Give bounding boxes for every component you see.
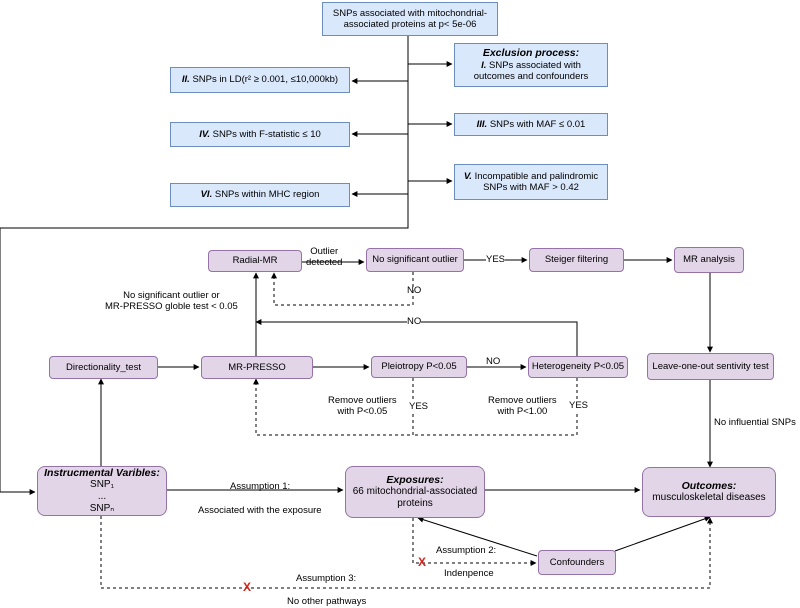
x-mark-independence: X [418,555,427,569]
exclusion-box-iii: III. SNPs with MAF ≤ 0.01 [454,113,608,136]
confounders-box: Confounders [538,550,616,575]
leave-one-out-box: Leave-one-out sentivity test [647,353,774,380]
exclusion-box-v: V. Incompatible and palindromic SNPs wit… [454,164,608,200]
top-snp-line2: associated proteins at p< 5e-06 [343,19,477,30]
exposures-line1: 66 mitochondrial-associated [352,486,478,498]
dashed-pleiotropy-yes-back [253,378,414,436]
label-assumption-3: Assumption 3: [296,573,357,584]
exposures-box: Exposures: 66 mitochondrial-associated p… [345,466,485,518]
exposures-title: Exposures: [386,473,444,486]
mr-presso-box: MR-PRESSO [201,356,313,379]
label-remove2-line1: Remove outliers [488,395,557,406]
arrow-confounders-to-exposures [417,516,538,557]
exclusion-i-tag: I. [481,59,487,71]
label-no-pleiotropy: NO [486,356,501,367]
label-assumption-1: Assumption 1: [230,481,291,492]
label-assumption-2: Assumption 2: [436,545,497,556]
top-snp-line1: SNPs associated with mitochondrial- [332,7,488,19]
dashed-heterogeneity-yes-back [413,378,578,436]
arrow-confounders-to-outcomes [614,515,711,552]
iv-dots: ... [97,491,107,503]
label-yes-heterogeneity: YES [569,400,589,412]
label-no-nosig: NO [407,285,422,296]
exclusion-i-text: SNPs associated with [489,59,581,71]
label-remove-outliers-2: Remove outliers with P<1.00 [488,395,557,418]
exposures-line2: proteins [397,498,433,510]
label-nosig-line1: No significant outlier or [123,290,220,301]
exclusion-v-text: Incompatible and palindromic [474,170,599,182]
exclusion-iii-tag: III. [476,118,488,130]
exclusion-i-line1: I. SNPs associated with [481,60,581,71]
label-no-heterogeneity-loop: NO [407,316,422,328]
label-remove-outliers-1: Remove outliers with P<0.05 [328,395,397,418]
label-remove2-line2: with P<1.00 [497,406,548,418]
no-significant-outlier-box: No significant outlier [366,248,464,272]
exclusion-box-ii: II. SNPs in LD(r² ≥ 0.001, ≤10,000kb) [170,67,350,93]
label-detected: detected [306,257,343,269]
exclusion-i-line2: outcomes and confounders [473,71,589,83]
exclusion-title: Exclusion process: [482,47,580,60]
radial-mr-box: Radial-MR [208,250,302,272]
outcomes-text: musculoskeletal diseases [652,492,766,504]
label-yes-to-steiger: YES [486,254,506,266]
dashed-exposures-to-confounders [412,518,537,566]
exclusion-iii-line: III. SNPs with MAF ≤ 0.01 [477,119,586,130]
exclusion-vi-text: SNPs within MHC region [214,189,320,201]
exclusion-iv-tag: IV. [199,128,210,140]
exclusion-iv-text: SNPs with F-statistic ≤ 10 [212,128,321,140]
dashed-nosig-back-to-radial [271,272,414,306]
exclusion-box-iv: IV. SNPs with F-statistic ≤ 10 [170,122,350,147]
label-associated-exposure: Associated with the exposure [198,505,322,516]
exclusion-v-line2: SNPs with MAF > 0.42 [483,182,579,193]
label-yes-pleiotropy: YES [409,401,429,413]
label-outlier-detected: Outlier detected [306,246,342,269]
iv-snp1: SNP₁ [90,479,114,491]
mr-analysis-box: MR analysis [674,247,744,273]
label-remove1-line2: with P<0.05 [337,406,388,418]
directionality-test-box: Directionality_test [49,356,158,379]
exclusion-vi-tag: VI. [200,189,213,201]
exclusion-v-tag: V. [463,170,472,182]
label-no-influential: No influential SNPs [714,417,796,428]
iv-title: Instrucmental Varibles: [44,466,160,479]
steiger-filtering-box: Steiger filtering [529,248,624,272]
instrumental-variables-box: Instrucmental Varibles: SNP₁ ... SNPₙ [37,466,167,516]
heterogeneity-box: Heterogeneity P<0.05 [528,356,628,378]
label-indenpence: Indenpence [444,568,494,579]
outcomes-title: Outcomes: [681,479,737,492]
label-nosig-line2: MR-PRESSO globle test < 0.05 [105,301,238,313]
exclusion-trunk-line [0,36,409,495]
exclusion-box-i: Exclusion process: I. SNPs associated wi… [454,43,608,87]
label-remove1-line1: Remove outliers [328,395,397,406]
label-no-other-pathways: No other pathways [287,596,367,607]
arrow-heterogeneity-no-to-mrpresso [255,319,578,356]
x-mark-other-pathways: X [243,580,252,594]
exclusion-iv-line: IV. SNPs with F-statistic ≤ 10 [199,129,321,140]
pleiotropy-box: Pleiotropy P<0.05 [371,356,467,378]
exclusion-vi-line: VI. SNPs within MHC region [201,189,320,200]
exclusion-ii-tag: II. [181,74,190,86]
exclusion-ii-text: SNPs in LD(r² ≥ 0.001, ≤10,000kb) [192,74,339,86]
top-snp-box: SNPs associated with mitochondrial- asso… [322,2,498,36]
label-nosig-or-globle: No significant outlier or MR-PRESSO glob… [105,290,238,313]
exclusion-box-vi: VI. SNPs within MHC region [170,183,350,207]
dashed-iv-to-outcomes [100,516,713,589]
label-outlier: Outlier [310,246,339,257]
iv-snpn: SNPₙ [89,503,115,515]
outcomes-box: Outcomes: musculoskeletal diseases [642,467,776,517]
exclusion-v-line1: V. Incompatible and palindromic [464,171,598,182]
exclusion-iii-text: SNPs with MAF ≤ 0.01 [489,118,586,130]
exclusion-ii-line: II. SNPs in LD(r² ≥ 0.001, ≤10,000kb) [182,74,338,85]
